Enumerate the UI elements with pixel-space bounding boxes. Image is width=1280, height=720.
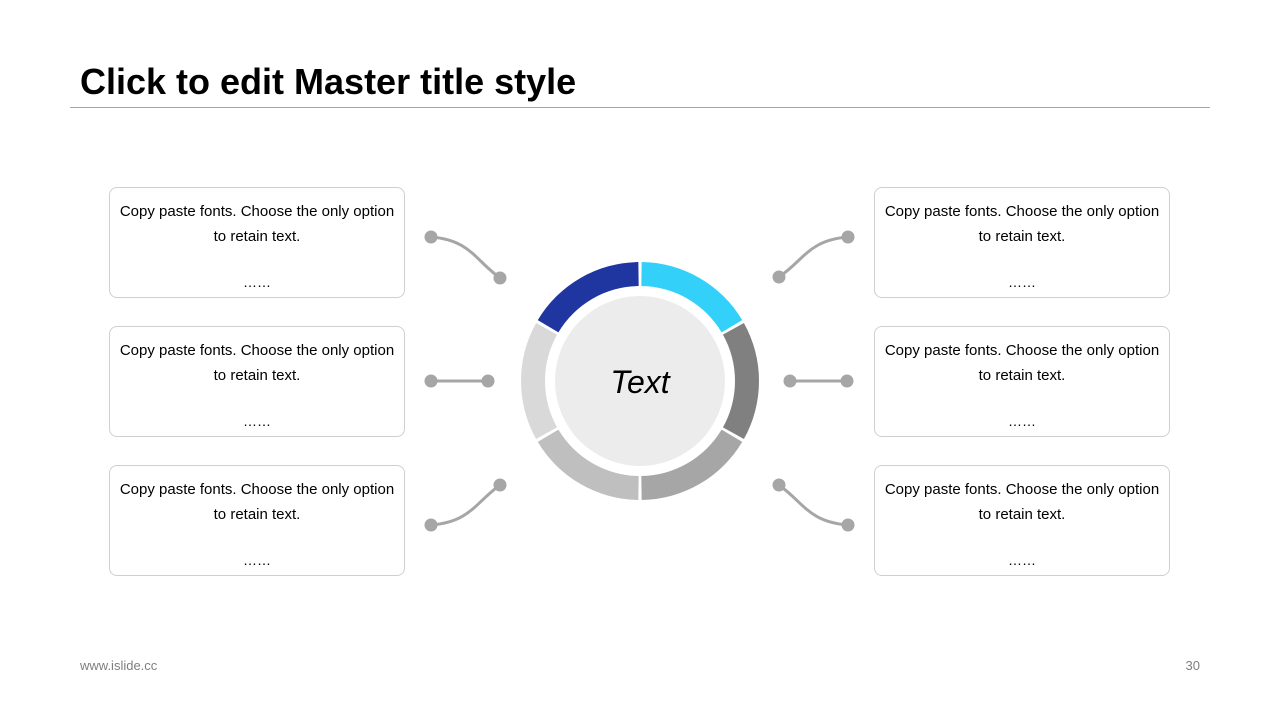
connector-dot: [493, 271, 507, 285]
connectors: [424, 230, 855, 532]
connector-dot: [424, 230, 438, 244]
connector-dot: [493, 478, 507, 492]
connector-top-right: [778, 235, 849, 279]
footer-url[interactable]: www.islide.cc: [80, 658, 158, 673]
center-circle: [555, 296, 725, 466]
center-label: Text: [610, 364, 670, 400]
connector-dot: [481, 374, 495, 388]
text-box-left-1[interactable]: Copy paste fonts. Choose the only option…: [109, 187, 405, 298]
box-ellipsis: ……: [1008, 413, 1036, 429]
ring-segment-right: [722, 322, 760, 440]
box-text: Copy paste fonts. Choose the only option…: [119, 342, 395, 384]
connector-dot: [424, 374, 438, 388]
title-divider: [70, 107, 1210, 108]
ring-segment-left: [520, 322, 558, 440]
box-text: Copy paste fonts. Choose the only option…: [884, 481, 1160, 523]
ring-segment-bottom-left: [537, 429, 639, 500]
box-text: Copy paste fonts. Choose the only option…: [119, 203, 395, 245]
connector-bottom-right: [778, 483, 849, 527]
connector-top-left: [430, 235, 501, 280]
text-box-right-2[interactable]: Copy paste fonts. Choose the only option…: [874, 326, 1170, 437]
ring-segment-top-left: [537, 262, 639, 333]
connector-dot: [840, 374, 854, 388]
connector-bottom-left: [430, 483, 501, 527]
connector-dot: [783, 374, 797, 388]
text-box-left-3[interactable]: Copy paste fonts. Choose the only option…: [109, 465, 405, 576]
box-ellipsis: ……: [1008, 274, 1036, 290]
box-ellipsis: ……: [1008, 552, 1036, 568]
connector-dot: [841, 518, 855, 532]
ring-segment-bottom-right: [641, 429, 743, 500]
box-text: Copy paste fonts. Choose the only option…: [119, 481, 395, 523]
page-number: 30: [1185, 658, 1200, 673]
connector-dot: [424, 518, 438, 532]
connector-dot: [772, 270, 786, 284]
text-box-left-2[interactable]: Copy paste fonts. Choose the only option…: [109, 326, 405, 437]
box-ellipsis: ……: [243, 413, 271, 429]
text-box-right-1[interactable]: Copy paste fonts. Choose the only option…: [874, 187, 1170, 298]
box-text: Copy paste fonts. Choose the only option…: [884, 203, 1160, 245]
ring-segment-top-right: [641, 262, 743, 333]
box-ellipsis: ……: [243, 552, 271, 568]
connector-dot: [841, 230, 855, 244]
connector-dot: [772, 478, 786, 492]
slide-title: Click to edit Master title style: [80, 61, 577, 102]
text-box-right-3[interactable]: Copy paste fonts. Choose the only option…: [874, 465, 1170, 576]
box-ellipsis: ……: [243, 274, 271, 290]
box-text: Copy paste fonts. Choose the only option…: [884, 342, 1160, 384]
